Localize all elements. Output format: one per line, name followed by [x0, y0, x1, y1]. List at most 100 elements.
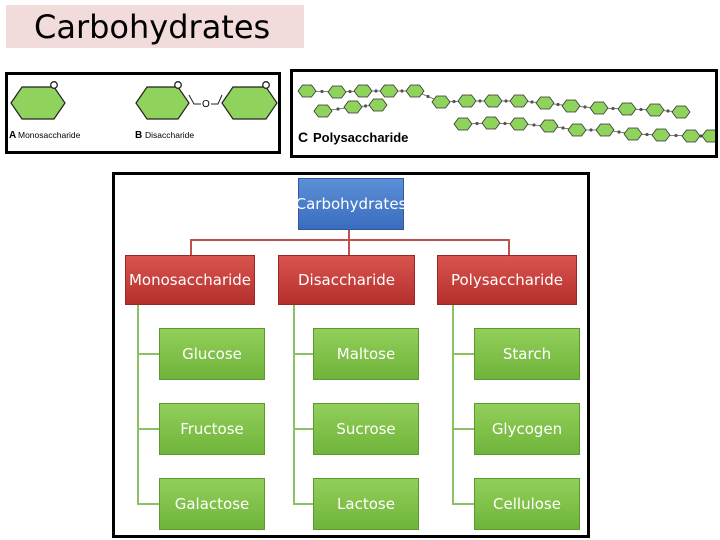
leaf-fructose: Fructose [159, 403, 265, 455]
polysaccharide-chain [297, 84, 720, 143]
leaf-glycogen: Glycogen [474, 403, 580, 455]
slide-title-box: Carbohydrates [6, 5, 304, 48]
glucose-unit-hexagon [681, 129, 701, 143]
glycosidic-link-dot [426, 94, 430, 99]
oxygen-ring-marker [262, 81, 270, 89]
glycosidic-link-dot [363, 104, 368, 108]
leaf-lactose: Lactose [313, 478, 419, 530]
glucose-unit-hexagon [561, 99, 581, 113]
connector-line [452, 353, 474, 355]
glycosidic-link-dot [556, 102, 560, 107]
glycosidic-link-dot [348, 89, 352, 94]
leaf-galactose: Galactose [159, 478, 265, 530]
glycosidic-link-dot [532, 123, 536, 127]
category-disaccharide: Disaccharide [278, 255, 415, 305]
glycosidic-link-dot [666, 109, 670, 113]
connector-line [452, 503, 474, 505]
oxygen-ring-marker [174, 81, 182, 89]
leaf-glucose: Glucose [159, 328, 265, 380]
mono-di-panel: A Monosaccharide O B Disaccharide [5, 72, 281, 154]
leaf-sucrose: Sucrose [313, 403, 419, 455]
connector-line [190, 239, 192, 255]
label-b-letter: B [135, 130, 142, 141]
connector-line [137, 353, 159, 355]
label-c: Polysaccharide [313, 130, 408, 145]
glycosidic-link-dot [336, 107, 340, 111]
connector-line [293, 303, 295, 504]
connector-line [508, 239, 510, 255]
connector-line [293, 353, 313, 355]
glucose-unit-hexagon [379, 84, 399, 98]
glycosidic-link-dot [400, 89, 404, 93]
glycosidic-link-dot [478, 99, 482, 103]
glucose-unit-hexagon [431, 95, 451, 109]
leaf-cellulose: Cellulose [474, 478, 580, 530]
category-polysaccharide: Polysaccharide [437, 255, 577, 305]
glycosidic-link-dot [320, 89, 324, 94]
disaccharide-hexagon-2 [221, 86, 278, 120]
glucose-unit-hexagon [405, 84, 425, 98]
glycosidic-oxygen: O [202, 99, 210, 110]
label-a: Monosaccharide [18, 130, 81, 140]
glycosidic-bond [188, 94, 201, 105]
glucose-unit-hexagon [509, 94, 529, 108]
connector-line [348, 230, 350, 240]
glucose-unit-hexagon [651, 128, 671, 142]
connector-line [452, 303, 454, 504]
leaf-maltose: Maltose [313, 328, 419, 380]
glycosidic-link-dot [530, 100, 534, 104]
glucose-unit-hexagon [353, 84, 373, 98]
glucose-unit-hexagon [368, 98, 388, 112]
glycosidic-link-dot [617, 130, 621, 134]
glucose-unit-hexagon [645, 103, 665, 117]
connector-line [348, 239, 350, 255]
category-monosaccharide: Monosaccharide [125, 255, 255, 305]
glycosidic-link-dot [589, 128, 593, 132]
glucose-unit-hexagon [589, 101, 609, 115]
mono-di-illustration: A Monosaccharide O B Disaccharide [9, 81, 278, 141]
glucose-unit-hexagon [343, 100, 363, 114]
glucose-unit-hexagon [453, 117, 473, 131]
classification-chart: Carbohydrates Monosaccharide Disaccharid… [112, 172, 590, 538]
glycosidic-link-dot [611, 106, 615, 111]
glycosidic-link-dot [503, 121, 507, 126]
connector-line [137, 503, 159, 505]
glucose-unit-hexagon [671, 105, 691, 119]
glucose-unit-hexagon [327, 85, 347, 99]
connector-line [293, 503, 313, 505]
glucose-unit-hexagon [481, 116, 501, 130]
glycosidic-link-dot [475, 121, 479, 126]
oxygen-ring-marker [50, 81, 58, 89]
leaf-starch: Starch [474, 328, 580, 380]
glucose-unit-hexagon [539, 119, 559, 133]
glycosidic-link-dot [583, 105, 587, 109]
glucose-unit-hexagon [623, 127, 643, 141]
connector-line [293, 428, 313, 430]
glucose-unit-hexagon [595, 123, 615, 137]
disaccharide-hexagon-1 [135, 86, 190, 120]
glycosidic-link-dot [645, 132, 649, 137]
connector-line [452, 428, 474, 430]
polysaccharide-panel: C Polysaccharide [290, 69, 720, 158]
glycosidic-link-dot [674, 133, 678, 138]
glucose-unit-hexagon [457, 94, 477, 108]
glycosidic-link-dot [699, 134, 703, 138]
glucose-unit-hexagon [701, 129, 720, 143]
chain-backbone [462, 122, 711, 137]
glucose-unit-hexagon [313, 104, 333, 118]
glycosidic-link-dot [452, 99, 456, 104]
label-c-letter: C [298, 129, 308, 145]
slide-title: Carbohydrates [34, 8, 271, 46]
glucose-unit-hexagon [483, 94, 503, 108]
glycosidic-link-dot [374, 89, 378, 93]
glucose-unit-hexagon [535, 96, 555, 110]
monosaccharide-hexagon [10, 86, 66, 120]
connector-line [137, 303, 139, 504]
glycosidic-link-dot [639, 107, 643, 112]
label-a-letter: A [9, 130, 16, 141]
root-node: Carbohydrates [296, 178, 406, 230]
polysaccharide-illustration: C Polysaccharide [297, 84, 720, 145]
label-b: Disaccharide [145, 130, 194, 140]
glucose-unit-hexagon [297, 84, 317, 98]
connector-line [137, 428, 159, 430]
